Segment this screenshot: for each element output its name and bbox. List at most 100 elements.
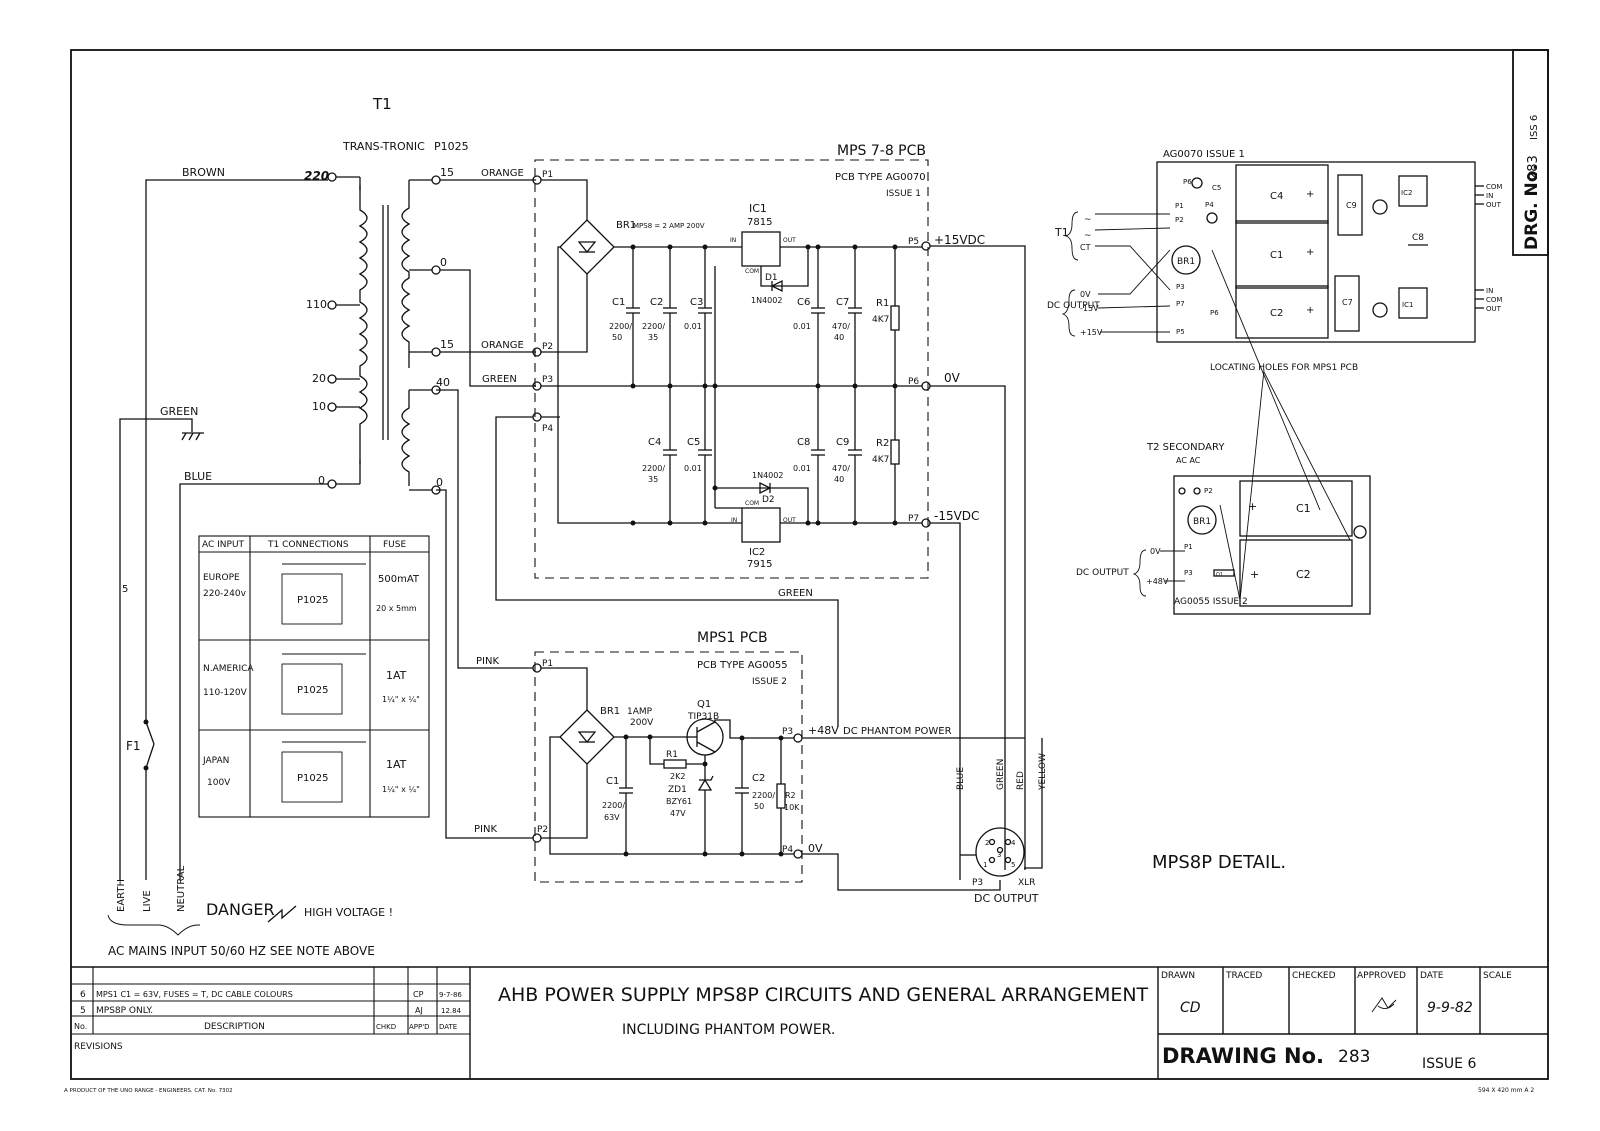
- svg-text:+: +: [1306, 305, 1314, 316]
- svg-text:R1: R1: [666, 750, 678, 760]
- svg-text:+48V: +48V: [808, 724, 839, 737]
- ac-row-voltage: 220-240v: [203, 589, 247, 599]
- wire-xlr-neg15: [930, 522, 961, 880]
- svg-text:SCALE: SCALE: [1483, 971, 1512, 981]
- mps78-pin-p4: [532, 412, 542, 422]
- mps1-type: PCB TYPE AG0055: [697, 660, 788, 671]
- mps1-zero-rail: [549, 736, 794, 855]
- ag0070-c4: [1235, 164, 1329, 224]
- svg-text:C5: C5: [1212, 184, 1221, 192]
- svg-text:C5: C5: [687, 437, 700, 448]
- mps1-pcb-outline: [534, 651, 803, 883]
- ag0070-c9: [1337, 174, 1363, 236]
- svg-text:IN: IN: [731, 517, 737, 524]
- svg-text:C4: C4: [1270, 191, 1283, 202]
- wire-blue: [179, 483, 328, 880]
- fuse-f1-label: F1: [126, 739, 141, 753]
- mps1-c1: [619, 737, 633, 854]
- ac-table-header-input: AC INPUT: [202, 540, 245, 550]
- svg-text:OUT: OUT: [1486, 201, 1502, 209]
- mps78-d2-part: 1N4002: [752, 471, 783, 480]
- mps1-c2: [735, 738, 749, 854]
- svg-text:2: 2: [985, 839, 989, 847]
- mps78-c4: [663, 386, 677, 523]
- svg-text:AG0055 ISSUE 2: AG0055 ISSUE 2: [1174, 597, 1248, 607]
- junction-dots: [630, 244, 898, 526]
- sec-tap-40: 40: [436, 376, 450, 389]
- ag0070-ic2: [1398, 175, 1428, 207]
- svg-text:P1: P1: [1184, 543, 1193, 551]
- svg-text:DESCRIPTION: DESCRIPTION: [204, 1022, 265, 1032]
- svg-text:TRACED: TRACED: [1225, 971, 1262, 981]
- svg-text:12.84: 12.84: [441, 1007, 462, 1015]
- svg-text:COM: COM: [1486, 296, 1502, 304]
- high-voltage-label: HIGH VOLTAGE !: [304, 906, 393, 919]
- svg-text:2200/: 2200/: [602, 801, 625, 810]
- wire-pink-1: [436, 389, 533, 669]
- drawn-value: CD: [1180, 1000, 1201, 1016]
- svg-text:0.01: 0.01: [684, 322, 702, 331]
- svg-text:6: 6: [80, 990, 86, 1000]
- date-value: 9-9-82: [1427, 1000, 1473, 1016]
- svg-text:~: ~: [1084, 231, 1092, 241]
- svg-text:40: 40: [834, 475, 844, 484]
- danger-label: DANGER: [206, 900, 275, 919]
- ac-row-fuse-size: 1¼" x ¼": [382, 785, 420, 794]
- svg-text:C2: C2: [650, 297, 663, 308]
- note-mark: 5: [122, 584, 128, 595]
- title-line1: AHB POWER SUPPLY MPS8P CIRCUITS AND GENE…: [498, 984, 1149, 1006]
- svg-text:P5: P5: [1176, 328, 1185, 336]
- svg-text:OUT: OUT: [1486, 305, 1502, 313]
- svg-text:OUT: OUT: [783, 237, 796, 244]
- mps78-p7-label: P7: [908, 514, 919, 524]
- footer-right: 594 X 420 mm A 2: [1478, 1087, 1534, 1094]
- tap-110: [327, 300, 337, 310]
- wire-green-long-label: GREEN: [778, 588, 813, 599]
- wire-orange-2-label: ORANGE: [481, 340, 524, 351]
- svg-text:APP'D: APP'D: [409, 1023, 430, 1031]
- sec-tap-0a: 0: [440, 256, 447, 269]
- svg-text:XLR: XLR: [1018, 878, 1035, 888]
- mps78-r1: [890, 247, 900, 386]
- ac-row-part-box: [281, 663, 343, 715]
- svg-text:C1: C1: [1296, 502, 1311, 515]
- mains-earth-label: EARTH: [116, 879, 127, 912]
- drawing-no-value: 283: [1338, 1047, 1370, 1067]
- svg-text:APPROVED: APPROVED: [1357, 971, 1406, 981]
- svg-text:T2 SECONDARY: T2 SECONDARY: [1146, 442, 1225, 453]
- title-line2: INCLUDING PHANTOM POWER.: [622, 1022, 835, 1038]
- ag0070-label: AG0070 ISSUE 1: [1163, 149, 1245, 160]
- mps78-d2-label: D2: [762, 495, 775, 505]
- svg-text:CHECKED: CHECKED: [1292, 971, 1336, 981]
- mps78-ic2-part: 7915: [747, 559, 772, 570]
- approved-signature: [1371, 997, 1397, 1013]
- mps1-issue: ISSUE 2: [752, 677, 787, 687]
- revision-desc: MPS1 C1 = 63V, FUSES = T, DC CABLE COLOU…: [96, 990, 293, 999]
- svg-text:P2: P2: [1175, 216, 1184, 224]
- ac-input-table: AC INPUT T1 CONNECTIONS FUSE EUROPE 220-…: [198, 535, 430, 818]
- ac-row-part-box: [281, 573, 343, 625]
- t1-primary-coil: [358, 185, 368, 464]
- t1-ref: T1: [372, 95, 392, 113]
- ac-table-header-conn: T1 CONNECTIONS: [267, 540, 349, 550]
- svg-text:COM: COM: [1486, 183, 1502, 191]
- svg-text:C8: C8: [797, 437, 810, 448]
- svg-text:470/: 470/: [832, 464, 850, 473]
- mps78-type: PCB TYPE AG0070: [835, 172, 926, 183]
- svg-text:C7: C7: [836, 297, 849, 308]
- wire-brown: [145, 179, 328, 880]
- svg-text:0V: 0V: [1150, 547, 1161, 556]
- ac-row-fuse-size: 20 x 5mm: [376, 604, 417, 613]
- mps78-c6: [811, 247, 825, 386]
- detail-title: MPS8P DETAIL.: [1152, 852, 1286, 873]
- svg-text:C1: C1: [612, 297, 625, 308]
- svg-text:P6: P6: [1183, 178, 1192, 186]
- wire-blue-label: BLUE: [184, 470, 212, 483]
- ac-row-voltage: 110-120V: [203, 688, 248, 698]
- svg-text:35: 35: [648, 475, 658, 484]
- wire-green: [119, 418, 193, 880]
- svg-text:C4: C4: [648, 437, 661, 448]
- mps78-br1-note: MPS8 = 2 AMP 200V: [633, 222, 705, 230]
- ag0070-ic1: [1398, 287, 1428, 319]
